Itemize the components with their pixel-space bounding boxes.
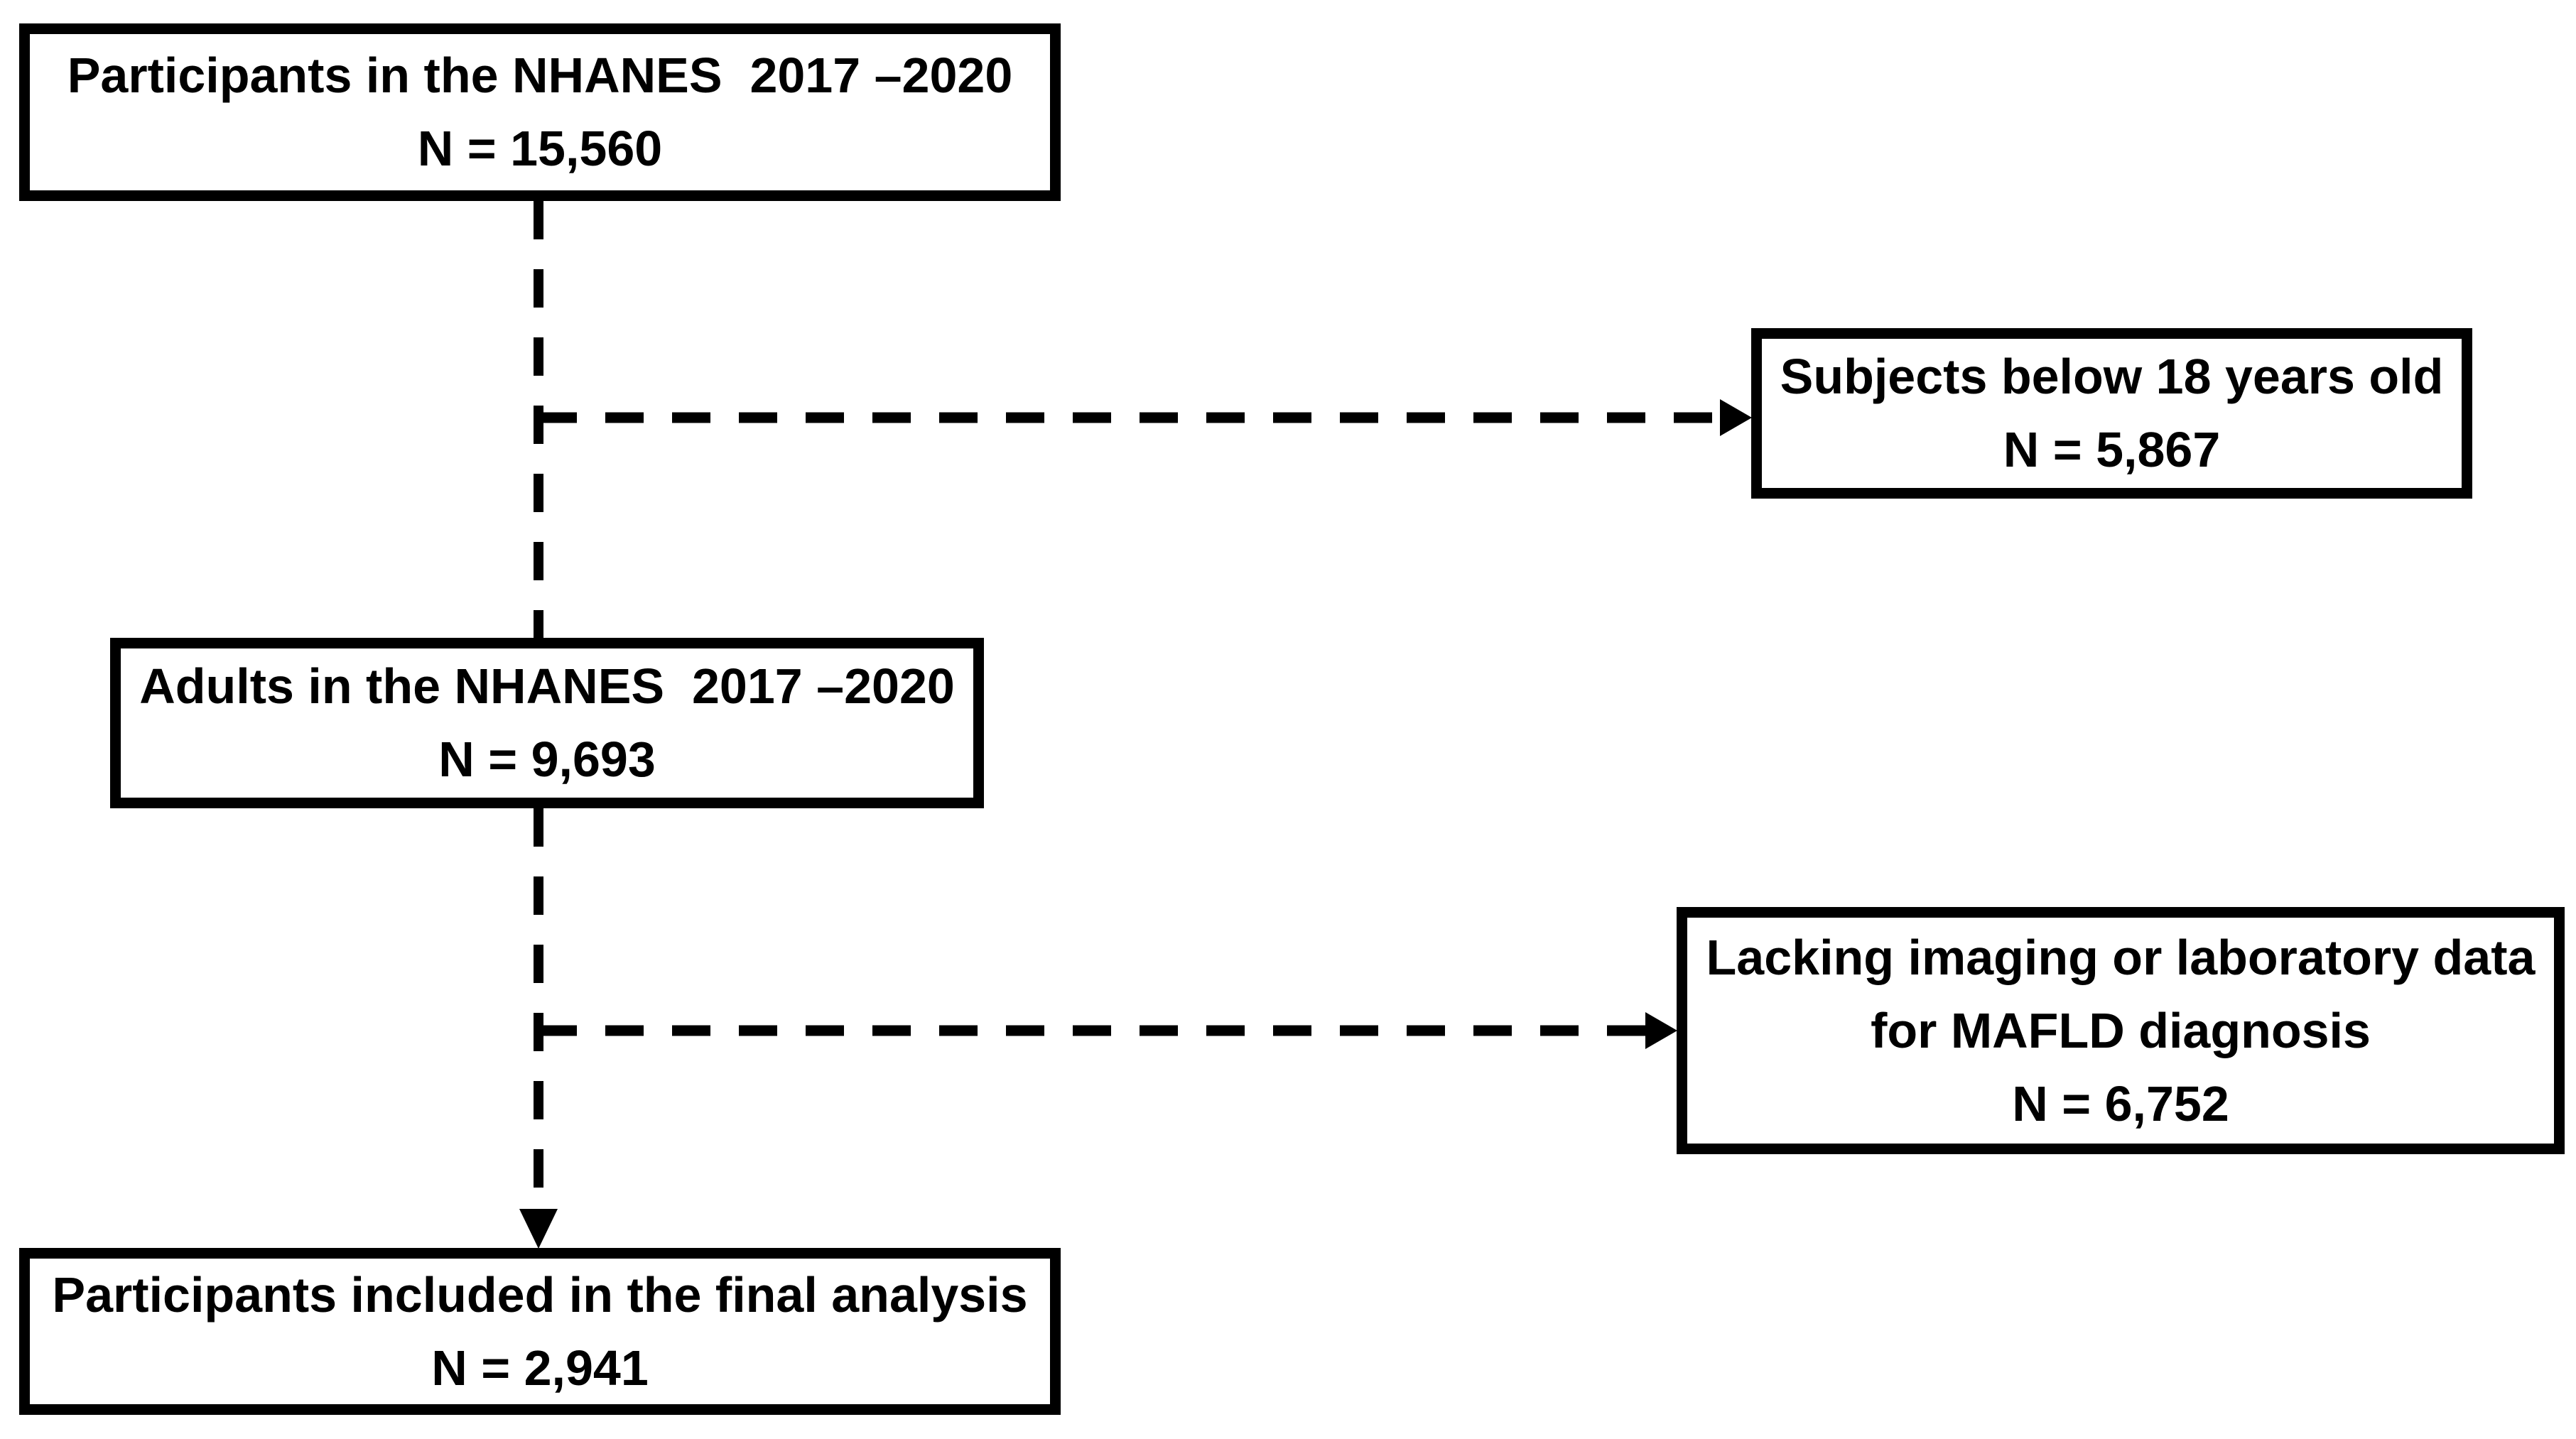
node-text-line: Participants in the NHANES 2017 –2020 [67, 48, 1013, 103]
flow-node-adults: Adults in the NHANES 2017 –2020 N = 9,69… [110, 638, 984, 808]
node-text-line: Participants included in the final analy… [52, 1266, 1028, 1323]
flow-node-excluded-below-18: Subjects below 18 years old N = 5,867 [1751, 328, 2472, 499]
flow-node-final-analysis: Participants included in the final analy… [19, 1248, 1061, 1415]
node-text-line: Lacking imaging or laboratory data [1706, 929, 2536, 985]
node-count: N = 9,693 [438, 732, 656, 787]
flow-node-excluded-lacking-data: Lacking imaging or laboratory data for M… [1677, 907, 2565, 1154]
arrowhead-lacking [1645, 1012, 1677, 1049]
arrowhead-below18 [1720, 399, 1752, 436]
node-text-line: Adults in the NHANES 2017 –2020 [139, 658, 955, 714]
flow-node-total-participants: Participants in the NHANES 2017 –2020 N … [19, 23, 1061, 201]
node-count: N = 2,941 [431, 1340, 649, 1396]
node-text-line: for MAFLD diagnosis [1871, 1002, 2371, 1058]
node-count: N = 15,560 [417, 121, 663, 176]
node-count: N = 6,752 [2012, 1075, 2229, 1131]
arrowhead-final [519, 1209, 558, 1249]
node-text-line: Subjects below 18 years old [1780, 349, 2444, 404]
node-count: N = 5,867 [2003, 422, 2221, 477]
